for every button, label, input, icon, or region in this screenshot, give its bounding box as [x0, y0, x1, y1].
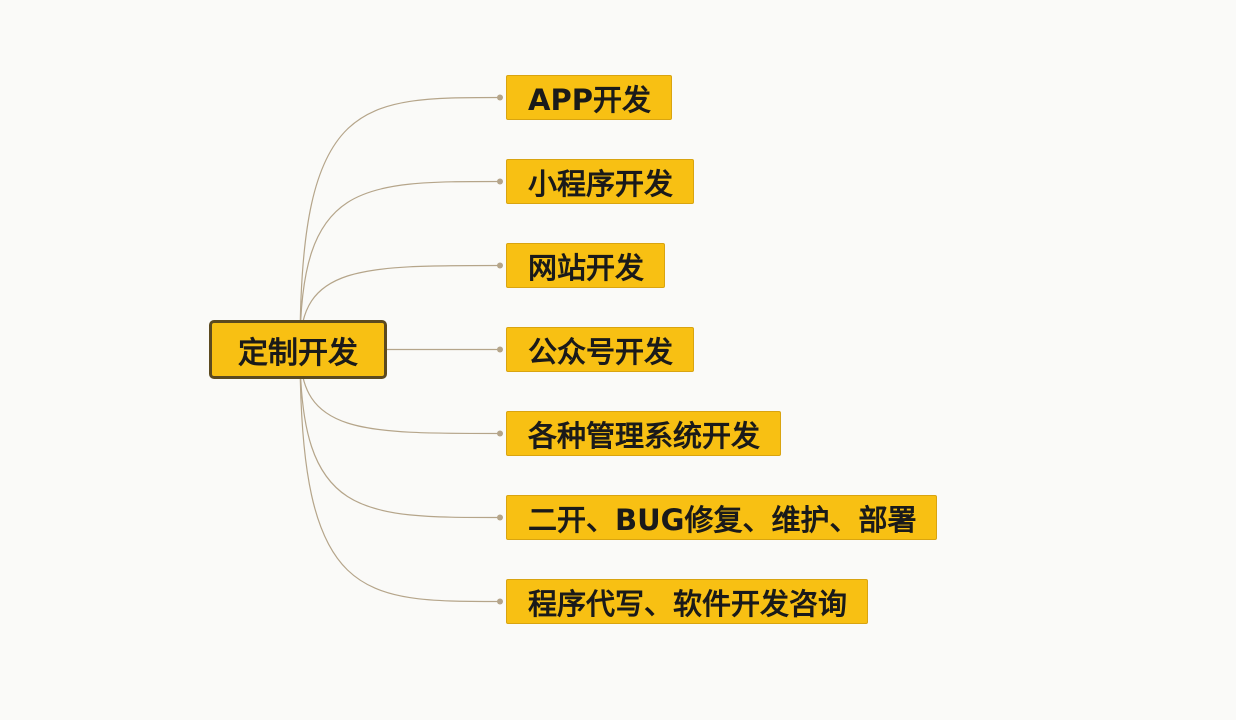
branch-node-label: 程序代写、软件开发咨询 [528, 586, 848, 621]
connector-dot-2 [497, 262, 503, 269]
branch-node-label: APP开发 [528, 82, 651, 117]
branch-node-maintenance[interactable]: 二开、BUG修复、维护、部署 [506, 495, 938, 540]
connector-dot-6 [497, 598, 503, 605]
branch-node-app[interactable]: APP开发 [506, 75, 672, 120]
connector-line-1 [299, 180, 501, 350]
connector-dot-4 [497, 430, 503, 437]
connector-dot-1 [497, 178, 503, 185]
connector-line-0 [299, 96, 501, 350]
connector-dot-5 [497, 514, 503, 521]
connector-line-6 [299, 349, 501, 603]
root-node[interactable]: 定制开发 [209, 320, 387, 379]
connector-dot-0 [497, 94, 503, 101]
root-node-label: 定制开发 [238, 335, 358, 371]
branch-node-website[interactable]: 网站开发 [506, 243, 666, 288]
branch-node-label: 小程序开发 [528, 166, 674, 201]
branch-node-mini-program[interactable]: 小程序开发 [506, 159, 695, 204]
connector-dot-3 [497, 346, 503, 353]
branch-node-official-account[interactable]: 公众号开发 [506, 327, 695, 372]
branch-node-label: 公众号开发 [528, 334, 674, 369]
branch-node-label: 网站开发 [528, 250, 645, 285]
branch-node-consulting[interactable]: 程序代写、软件开发咨询 [506, 579, 869, 624]
branch-node-label: 二开、BUG修复、维护、部署 [528, 502, 917, 537]
branch-node-label: 各种管理系统开发 [528, 418, 761, 453]
branch-node-management-system[interactable]: 各种管理系统开发 [506, 411, 782, 456]
connector-line-5 [299, 349, 501, 519]
